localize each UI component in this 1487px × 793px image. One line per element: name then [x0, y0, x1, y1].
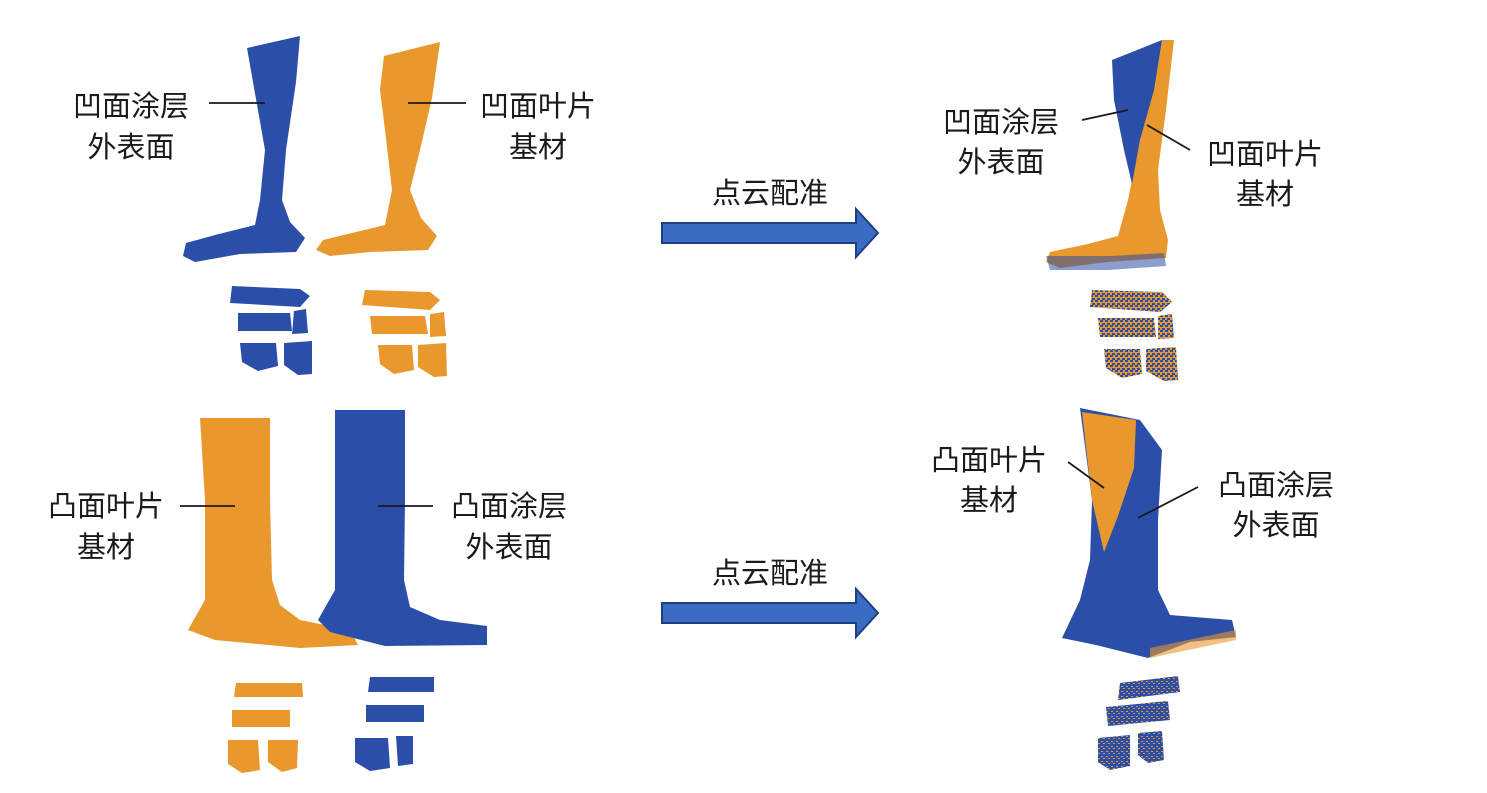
- convex-coating-pointcloud: [318, 410, 487, 771]
- label-reg-convex-coating-line1: 凸面涂层: [1218, 468, 1334, 502]
- label-concave-coating-line1: 凹面涂层: [73, 89, 189, 123]
- label-reg-concave-substrate-line2: 基材: [1236, 177, 1294, 211]
- label-reg-concave-substrate-line1: 凹面叶片: [1207, 137, 1323, 171]
- arrow-label-bottom: 点云配准: [712, 556, 828, 590]
- convex-registered-pointcloud: [1062, 408, 1236, 770]
- leader-reg-convex-coating: [1137, 486, 1199, 519]
- label-reg-convex-substrate-line2: 基材: [960, 483, 1018, 517]
- label-reg-convex-substrate-line1: 凸面叶片: [931, 443, 1047, 477]
- label-concave-substrate-line1: 凹面叶片: [480, 89, 596, 123]
- label-convex-coating-line1: 凸面涂层: [451, 489, 567, 523]
- concave-registered-pointcloud: [1046, 40, 1178, 381]
- concave-coating-pointcloud: [183, 36, 312, 375]
- label-convex-coating-line2: 外表面: [465, 530, 552, 564]
- label-convex-substrate-line2: 基材: [77, 530, 135, 564]
- concave-substrate-pointcloud: [316, 42, 447, 377]
- leader-reg-concave-substrate: [1146, 124, 1191, 151]
- label-reg-concave-coating-line1: 凹面涂层: [943, 105, 1059, 139]
- arrow-label-top: 点云配准: [712, 176, 828, 210]
- registration-arrow-bottom: [661, 586, 880, 640]
- label-convex-substrate-line1: 凸面叶片: [48, 489, 164, 523]
- leader-reg-convex-substrate: [1067, 461, 1105, 489]
- convex-substrate-pointcloud: [188, 418, 358, 773]
- leader-reg-concave-coating: [1081, 109, 1129, 121]
- label-concave-substrate-line2: 基材: [509, 130, 567, 164]
- label-concave-coating-line2: 外表面: [87, 130, 174, 164]
- registration-arrow-top: [661, 206, 880, 260]
- label-reg-concave-coating-line2: 外表面: [957, 145, 1044, 179]
- label-reg-convex-coating-line2: 外表面: [1232, 508, 1319, 542]
